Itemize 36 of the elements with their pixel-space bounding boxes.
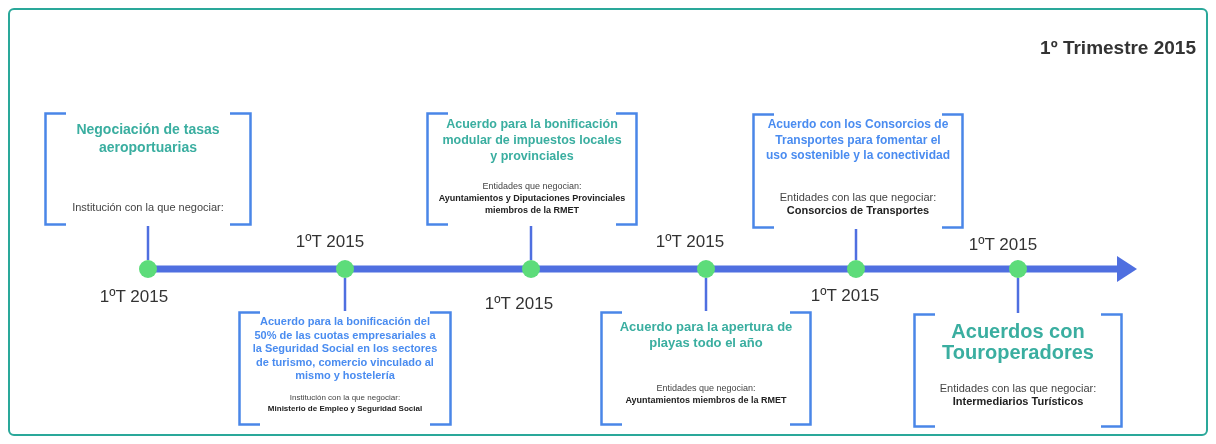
event-heading: Acuerdo para la bonificación del 50% de las cuotas empresariales a la Seguridad Social en los sectores de turismo, comercio vinculado al mismo y hostelería xyxy=(251,314,439,383)
connector-line xyxy=(704,278,708,311)
connector-line xyxy=(1016,278,1020,313)
date-label: 1ºT 2015 xyxy=(484,294,554,314)
entity-caption: Entidades que negocian: xyxy=(482,180,582,192)
bracket-box xyxy=(44,112,252,226)
bracket-box xyxy=(752,113,964,229)
bracket-box xyxy=(913,313,1123,428)
connector-line xyxy=(146,226,150,260)
title: 1º Trimestre 2015 xyxy=(1040,36,1196,60)
event-heading: Acuerdo para la bonificación modular de impuestos locales y provinciales xyxy=(441,116,623,164)
connector-line xyxy=(343,278,347,311)
entity-name: Consorcios de Transportes xyxy=(786,204,930,217)
date-label: 1ºT 2015 xyxy=(295,232,365,252)
entity-caption: Entidades que negocian: xyxy=(656,382,756,394)
date-label: 1ºT 2015 xyxy=(99,287,169,307)
event-heading: Acuerdos con Touroperadores xyxy=(941,319,1095,363)
entity-name: Ayuntamientos y Diputaciones Provinciales miembros de la RMET xyxy=(438,192,626,216)
connector-line xyxy=(854,229,858,260)
entity-name: Ayuntamientos miembros de la RMET xyxy=(625,394,787,406)
entity-name: Intermediarios Turísticos xyxy=(952,395,1084,408)
entity-caption: Institución con la que negociar: xyxy=(72,200,224,214)
entity-caption: Entidades con las que negociar: xyxy=(779,191,937,204)
entity-caption: Entidades con las que negociar: xyxy=(939,382,1097,395)
date-label: 1ºT 2015 xyxy=(810,286,880,306)
event-heading: Acuerdo para la apertura de playas todo el año xyxy=(618,318,794,351)
bracket-box xyxy=(426,112,638,226)
bracket-box xyxy=(238,311,452,426)
entity-caption: Institución con la que negociar: xyxy=(289,392,401,403)
bracket-box xyxy=(600,311,812,426)
event-heading: Acuerdo con los Consorcios de Transportes para fomentar el uso sostenible y la conectividad xyxy=(764,116,952,164)
date-label: 1ºT 2015 xyxy=(655,232,725,252)
entity-name: Ministerio de Empleo y Seguridad Social xyxy=(267,403,423,414)
event-heading: Negociación de tasas aeroportuarias xyxy=(75,120,221,156)
connector-line xyxy=(529,226,533,260)
date-label: 1ºT 2015 xyxy=(968,235,1038,255)
